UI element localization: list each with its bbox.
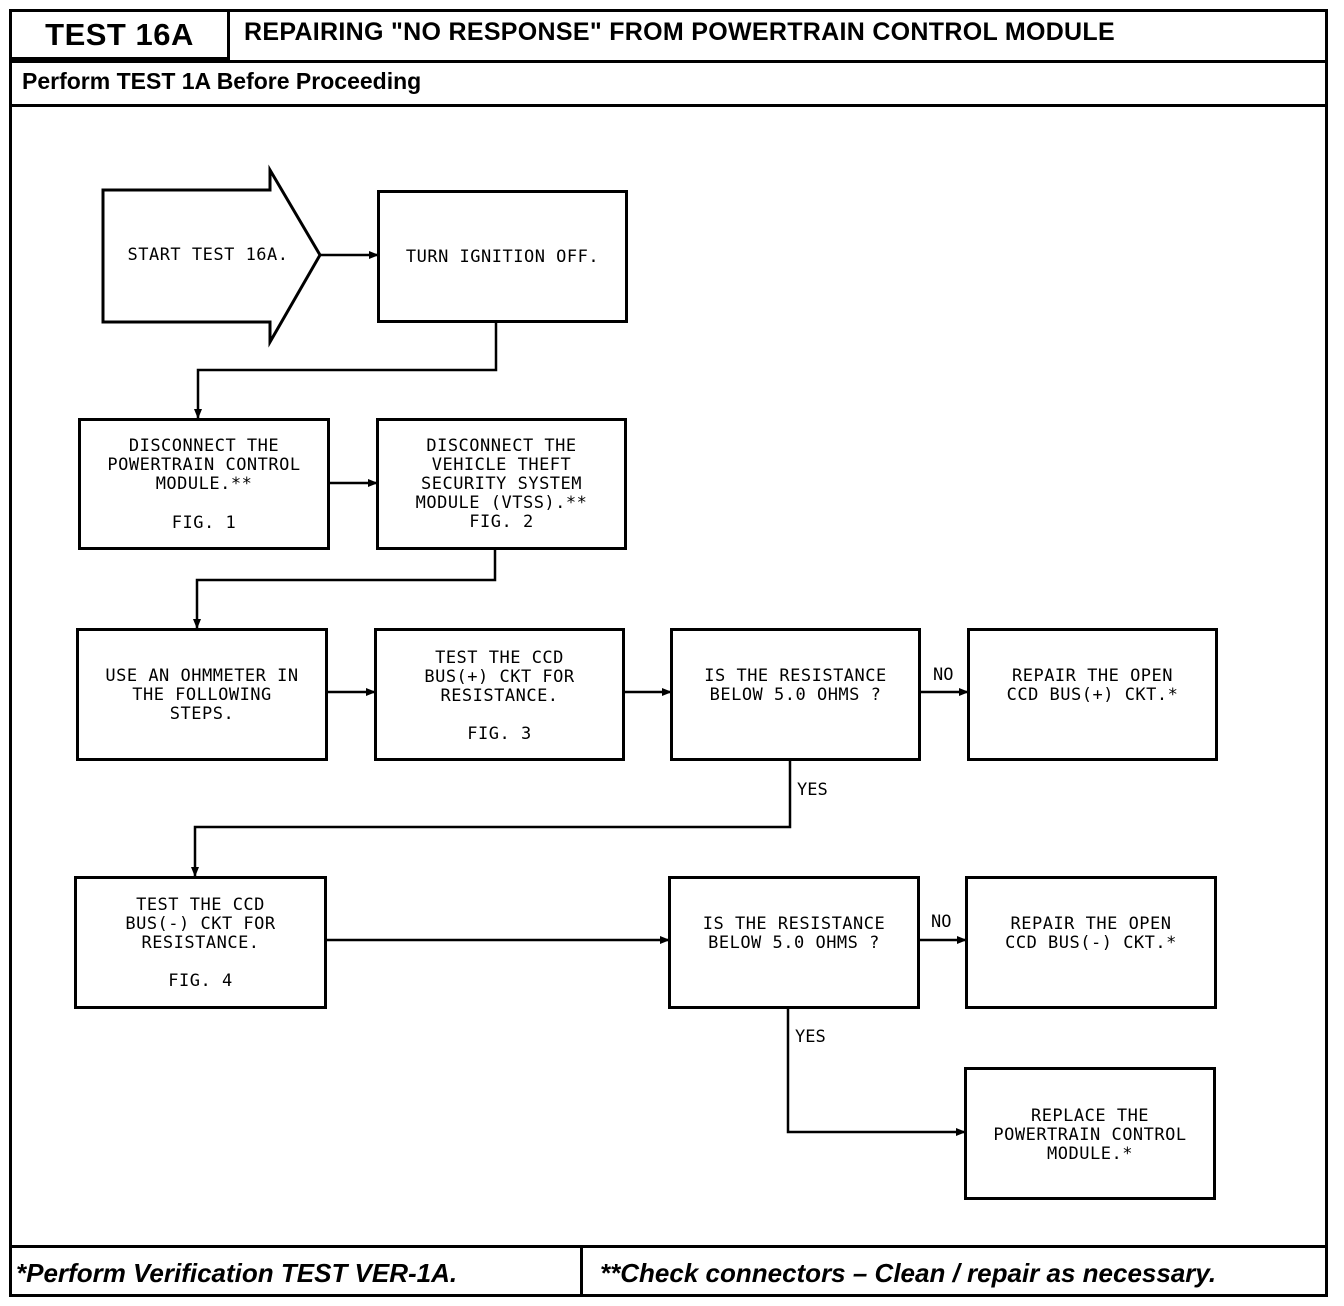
connector-question2-yes — [786, 1008, 966, 1136]
branch-label-yes: YES — [795, 1027, 826, 1047]
footer-separator — [580, 1245, 583, 1297]
branch-label-yes: YES — [797, 780, 828, 800]
start-step-label: START TEST 16A. — [127, 245, 289, 265]
header-divider — [12, 60, 1325, 63]
step-repair-bus-plus: REPAIR THE OPEN CCD BUS(+) CKT.* — [967, 628, 1218, 761]
branch-label-no: NO — [931, 912, 952, 932]
step-test-bus-plus-text: TEST THE CCD BUS(+) CKT FOR RESISTANCE. — [424, 648, 575, 706]
header-divider-bottom — [12, 104, 1325, 107]
footer-connector-note: **Check connectors – Clean / repair as n… — [600, 1258, 1217, 1288]
branch-label-no: NO — [933, 665, 954, 685]
page-title: REPAIRING "NO RESPONSE" FROM POWERTRAIN … — [244, 18, 1115, 46]
footer-divider — [12, 1245, 1325, 1248]
step-use-ohmmeter-text: USE AN OHMMETER IN THE FOLLOWING STEPS. — [105, 666, 299, 724]
step-repair-bus-plus-text: REPAIR THE OPEN CCD BUS(+) CKT.* — [1006, 666, 1179, 705]
step-test-bus-plus: TEST THE CCD BUS(+) CKT FOR RESISTANCE. … — [374, 628, 625, 761]
connector-question1-yes — [191, 761, 792, 877]
start-arrow-shape — [101, 164, 322, 348]
connector-ignition-to-pcm — [194, 322, 498, 419]
figure-ref: FIG. 3 — [467, 724, 532, 744]
step-disconnect-pcm-text: DISCONNECT THE POWERTRAIN CONTROL MODULE… — [107, 436, 301, 494]
connector-vtss-to-ohmmeter — [193, 549, 497, 629]
step-repair-bus-minus-text: REPAIR THE OPEN CCD BUS(-) CKT.* — [1005, 914, 1177, 953]
step-replace-pcm: REPLACE THE POWERTRAIN CONTROL MODULE.* — [964, 1067, 1216, 1200]
step-use-ohmmeter: USE AN OHMMETER IN THE FOLLOWING STEPS. — [76, 628, 328, 761]
prerequisite-note: Perform TEST 1A Before Proceeding — [22, 68, 422, 94]
page-frame — [9, 9, 1328, 1297]
decision-resistance-plus: IS THE RESISTANCE BELOW 5.0 OHMS ? — [670, 628, 921, 761]
step-disconnect-vtss: DISCONNECT THE VEHICLE THEFT SECURITY SY… — [376, 418, 627, 550]
step-replace-pcm-text: REPLACE THE POWERTRAIN CONTROL MODULE.* — [993, 1106, 1187, 1164]
decision-resistance-minus: IS THE RESISTANCE BELOW 5.0 OHMS ? — [668, 876, 920, 1009]
test-id: TEST 16A — [12, 12, 230, 60]
figure-ref: FIG. 4 — [168, 971, 233, 991]
step-ignition-off: TURN IGNITION OFF. — [377, 190, 628, 323]
step-disconnect-vtss-text: DISCONNECT THE VEHICLE THEFT SECURITY SY… — [415, 436, 588, 532]
decision-resistance-plus-text: IS THE RESISTANCE BELOW 5.0 OHMS ? — [704, 666, 887, 705]
step-disconnect-pcm: DISCONNECT THE POWERTRAIN CONTROL MODULE… — [78, 418, 330, 550]
step-ignition-off-text: TURN IGNITION OFF. — [405, 247, 600, 267]
step-repair-bus-minus: REPAIR THE OPEN CCD BUS(-) CKT.* — [965, 876, 1217, 1009]
figure-ref: FIG. 1 — [171, 513, 237, 533]
step-test-bus-minus: TEST THE CCD BUS(-) CKT FOR RESISTANCE. … — [74, 876, 327, 1009]
footer-verification-note: *Perform Verification TEST VER-1A. — [16, 1258, 458, 1288]
decision-resistance-minus-text: IS THE RESISTANCE BELOW 5.0 OHMS ? — [702, 914, 886, 953]
step-test-bus-minus-text: TEST THE CCD BUS(-) CKT FOR RESISTANCE. — [125, 895, 276, 953]
